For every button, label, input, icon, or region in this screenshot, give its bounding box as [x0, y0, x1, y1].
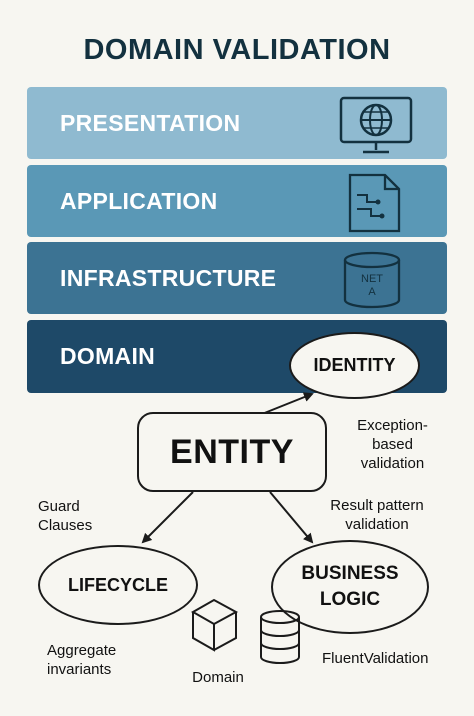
arrow-entity-to-lifecycle [141, 491, 194, 544]
monitor-globe-icon [339, 96, 413, 154]
layer-presentation: PRESENTATION [27, 87, 447, 159]
layer-application: APPLICATION [27, 165, 447, 237]
note-fluent-validation: FluentValidation [322, 650, 429, 667]
note-guard-clauses: Guard Clauses [38, 498, 93, 534]
node-business-logic-label: BUSINESS LOGIC [301, 563, 399, 610]
layer-label-presentation: PRESENTATION [60, 110, 241, 136]
note-result-pattern: Result pattern validation [330, 497, 424, 533]
layer-label-application: APPLICATION [60, 188, 218, 214]
arrow-entity-to-business [269, 491, 314, 544]
document-code-icon [348, 173, 401, 233]
layer-infrastructure: INFRASTRUCTURE NET A [27, 242, 447, 314]
layer-label-infrastructure: INFRASTRUCTURE [60, 265, 277, 291]
database-icon: NET A [343, 251, 401, 309]
node-business-logic: BUSINESS LOGIC [271, 540, 429, 634]
database-icon-text-a: A [368, 286, 376, 298]
node-entity: ENTITY [137, 412, 327, 492]
note-exception-validation: Exception- based validation [357, 417, 428, 472]
layer-label-domain: DOMAIN [60, 343, 156, 369]
note-aggregate-invariants: Aggregate invariants [47, 642, 117, 678]
arrow-entity-to-identity [261, 392, 314, 415]
database-icon-text-net: NET [361, 273, 383, 285]
node-identity: IDENTITY [289, 332, 420, 399]
note-domain: Domain [192, 669, 244, 686]
diagram-title: DOMAIN VALIDATION [83, 34, 391, 66]
node-lifecycle: LIFECYCLE [38, 545, 198, 625]
